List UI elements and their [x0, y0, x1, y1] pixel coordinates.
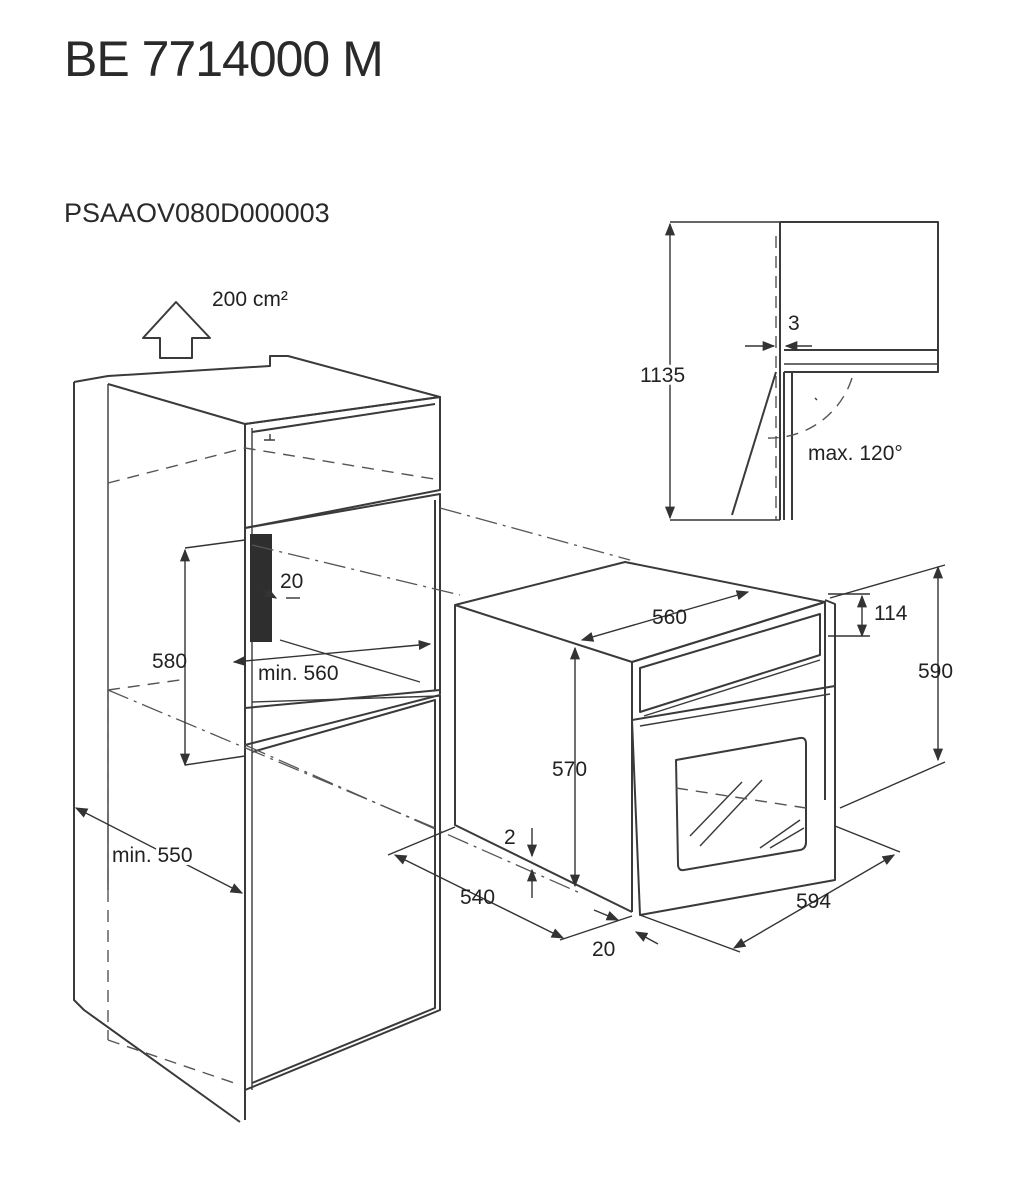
cabinet: [73, 355, 441, 1123]
dim-ext: [829, 564, 946, 809]
projection-line: [244, 744, 581, 894]
dim-line: [74, 807, 244, 894]
height-total-label: 1135: [640, 364, 685, 387]
dim-arrow: [634, 931, 659, 945]
back-panel: [250, 534, 272, 642]
projection-line: [251, 544, 461, 596]
dim-line: [393, 854, 565, 939]
dim-line: [232, 640, 432, 666]
model-title: BE 7714000 M: [64, 31, 384, 87]
dim-arrow: [593, 909, 620, 921]
oven-width-body-label: 560: [652, 606, 687, 629]
oven-front-width-label: 594: [796, 890, 831, 913]
ventilation-arrow-icon: [142, 301, 211, 359]
projection-line: [439, 507, 631, 561]
dim-ext: [639, 825, 901, 953]
oven-body-height-label: 570: [552, 758, 587, 781]
niche-depth-gap-label: 20: [280, 570, 303, 593]
cabinet-depth-min-label: min. 550: [112, 844, 193, 867]
dim-arrow: [261, 587, 278, 599]
niche-width-min-label: min. 560: [258, 662, 339, 685]
door-angle-label: max. 120°: [808, 442, 903, 465]
oven-body-depth-label: 540: [460, 886, 495, 909]
dim-ext: [387, 826, 633, 941]
oven: [454, 561, 836, 916]
product-code: PSAAOV080D000003: [64, 198, 330, 228]
ventilation-label: 200 cm²: [212, 288, 288, 311]
dim-line: [732, 854, 896, 949]
side-detail: [731, 221, 939, 520]
gap-top-door-label: 3: [788, 312, 800, 335]
niche-height-label: 580: [152, 650, 187, 673]
oven-front-height-label: 590: [918, 660, 953, 683]
oven-gap-bottom-label: 2: [504, 826, 516, 849]
oven-front-thickness-label: 20: [592, 938, 615, 961]
dim-ext: [670, 221, 780, 521]
dim-ext: [184, 539, 246, 766]
dim-line: [580, 590, 750, 642]
oven-panel-height-label: 114: [874, 602, 908, 625]
height-label-halo: 1135: [640, 364, 685, 387]
cabinet-depth-label-halo: min. 550: [112, 844, 193, 867]
